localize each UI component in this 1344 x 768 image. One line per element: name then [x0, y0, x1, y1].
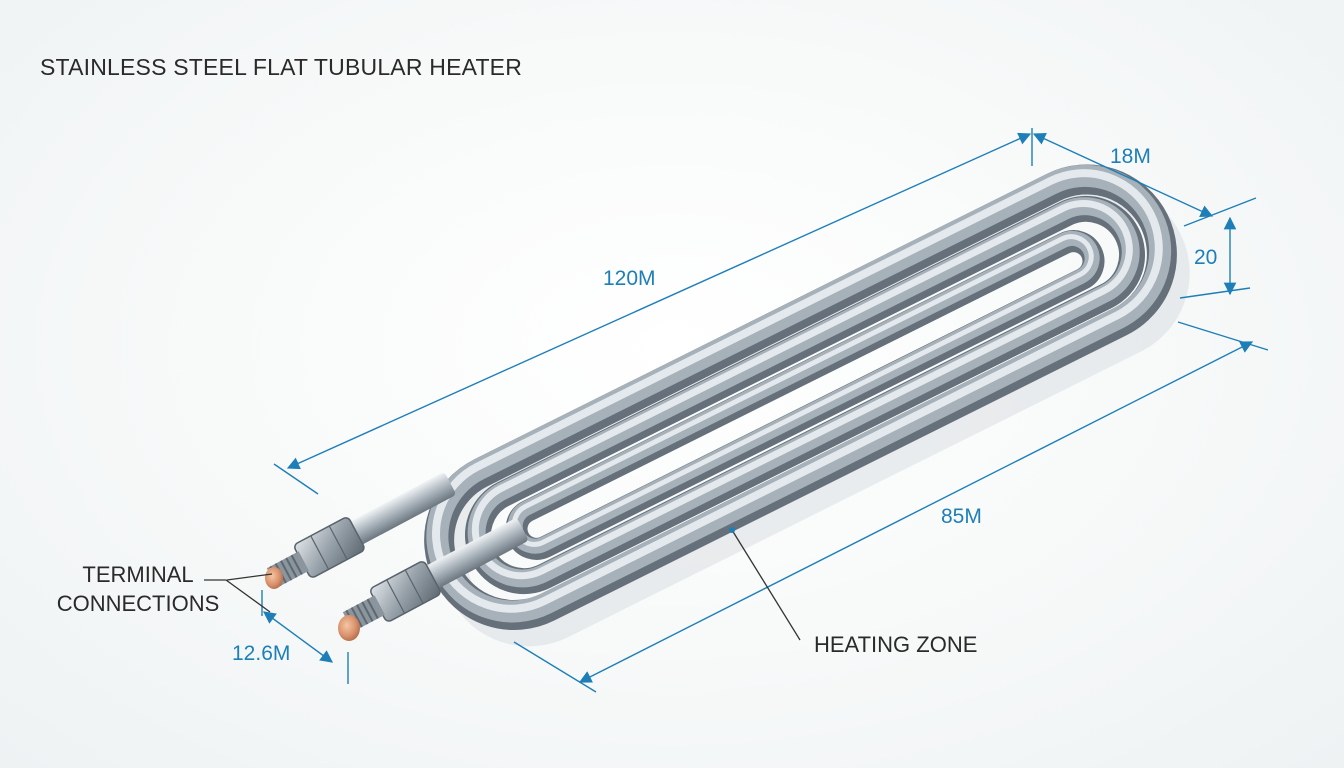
leader-lines [204, 529, 801, 641]
terminal-leader-line [204, 579, 271, 613]
heating-zone-marker [729, 527, 735, 533]
dim-terminal-spacing-value: 12.6M [232, 642, 291, 665]
dim-heating-length-value: 85M [941, 505, 982, 528]
terminal-leader-line [226, 573, 273, 581]
dim-width-line [1032, 133, 1214, 217]
diagram-title: STAINLESS STEEL FLAT TUBULAR HEATER [40, 54, 523, 80]
copper-terminal-tip [338, 615, 360, 641]
heating-element [424, 164, 1190, 647]
dim-heating-length-line [578, 341, 1254, 683]
heating-zone-leader-line [731, 529, 801, 641]
extension-line [273, 463, 319, 495]
terminal-connections-label: TERMINAL CONNECTIONS [48, 560, 228, 618]
dim-width-value: 18M [1110, 145, 1151, 168]
terminal-assembly-upper [265, 473, 456, 589]
extension-line [513, 641, 597, 693]
copper-terminal-tip [265, 567, 283, 589]
terminal-assembly-lower [338, 518, 528, 641]
dim-height-value: 20 [1194, 246, 1218, 269]
extension-line [1179, 287, 1251, 299]
dimension-lines [261, 128, 1269, 693]
extension-line [1183, 197, 1257, 227]
dim-overall-length-line [286, 132, 1032, 470]
dim-terminal-spacing-line [262, 611, 334, 663]
extension-line [1177, 321, 1269, 351]
terminal-label-line2: CONNECTIONS [56, 591, 220, 616]
terminal-label-line1: TERMINAL [82, 562, 194, 587]
dim-overall-length-value: 120M [603, 267, 656, 290]
heating-zone-label: HEATING ZONE [814, 632, 978, 657]
